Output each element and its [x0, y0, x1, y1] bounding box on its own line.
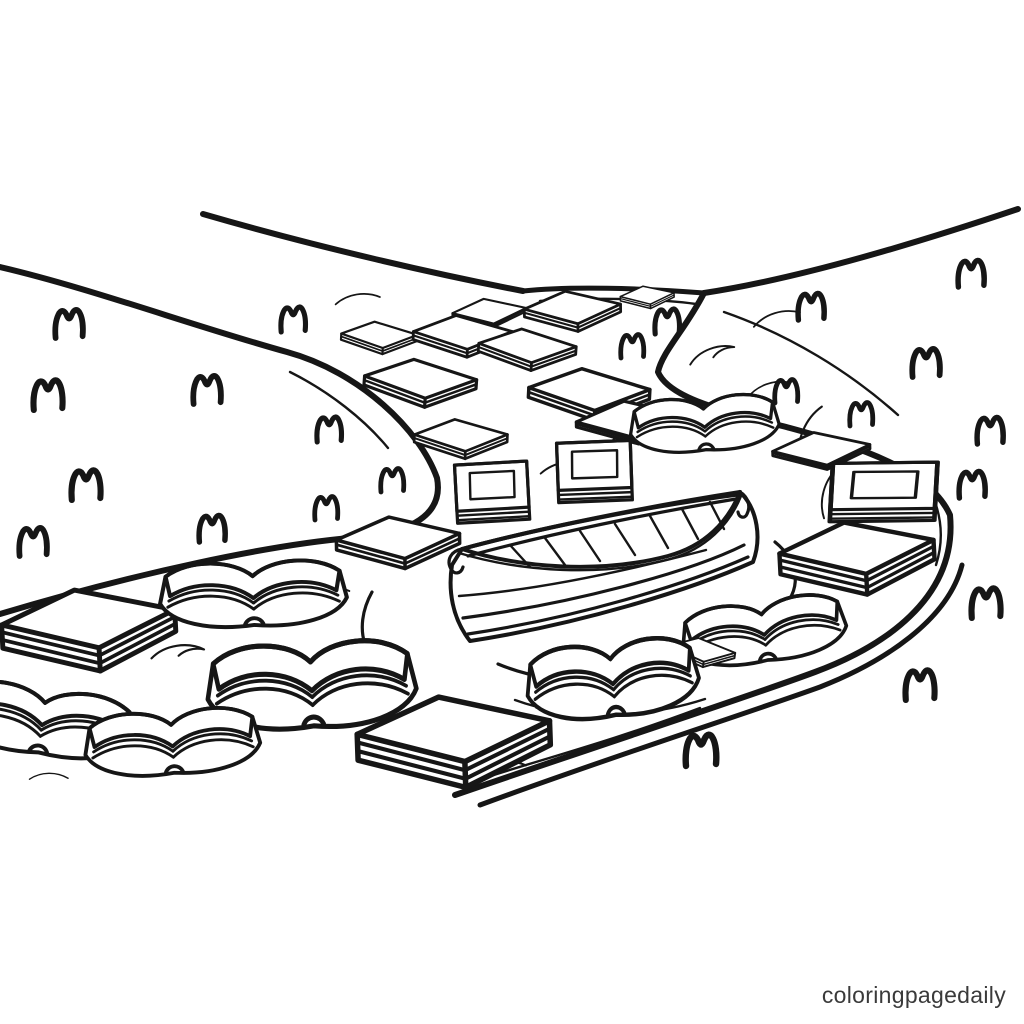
grass-tuft [798, 293, 824, 320]
grass-tuft [34, 380, 63, 410]
grass-tuft [912, 349, 940, 377]
river-right-bank-echo [477, 562, 965, 808]
grass-tuft [906, 670, 935, 700]
right-hill-outline [701, 206, 1021, 296]
grass-tuft [381, 469, 404, 492]
open-book [80, 703, 264, 783]
grass-tuft [959, 471, 985, 498]
river-left-bank [0, 264, 441, 617]
grass-tuft [55, 310, 83, 338]
closed-book [778, 518, 936, 599]
river-right-bank [452, 290, 954, 798]
grass-tuft [193, 376, 221, 404]
grass-tuft [72, 470, 101, 500]
grass-tuft [655, 309, 680, 334]
grass-tuft [977, 417, 1003, 444]
grass-tuft [775, 380, 798, 403]
watermark-text: coloringpagedaily [821, 982, 1006, 1008]
grass-tuft [958, 260, 984, 287]
river-far-edge [520, 285, 707, 296]
grass-tuft [281, 307, 306, 332]
grass-tuft [850, 403, 873, 426]
open-book [523, 634, 702, 725]
grass-tuft [315, 497, 338, 520]
river-banks [0, 264, 965, 808]
grass-tuft [686, 735, 717, 766]
closed-book [522, 288, 623, 334]
left-hill-outline [200, 211, 526, 294]
grass-tuft [199, 515, 225, 542]
open-book [159, 559, 348, 630]
panel-cover-book [447, 453, 537, 531]
closed-book [334, 514, 462, 572]
grass-tuft [972, 588, 1001, 618]
hills [200, 206, 1021, 296]
closed-book [0, 585, 178, 676]
grass-tuft [19, 528, 47, 556]
panel-cover-book [549, 432, 640, 511]
grass-tuft [621, 335, 644, 358]
grass-tuft [317, 417, 342, 442]
closed-book [339, 318, 420, 357]
panel-cover-book [826, 456, 942, 528]
books [334, 284, 942, 675]
canoe [447, 490, 760, 643]
